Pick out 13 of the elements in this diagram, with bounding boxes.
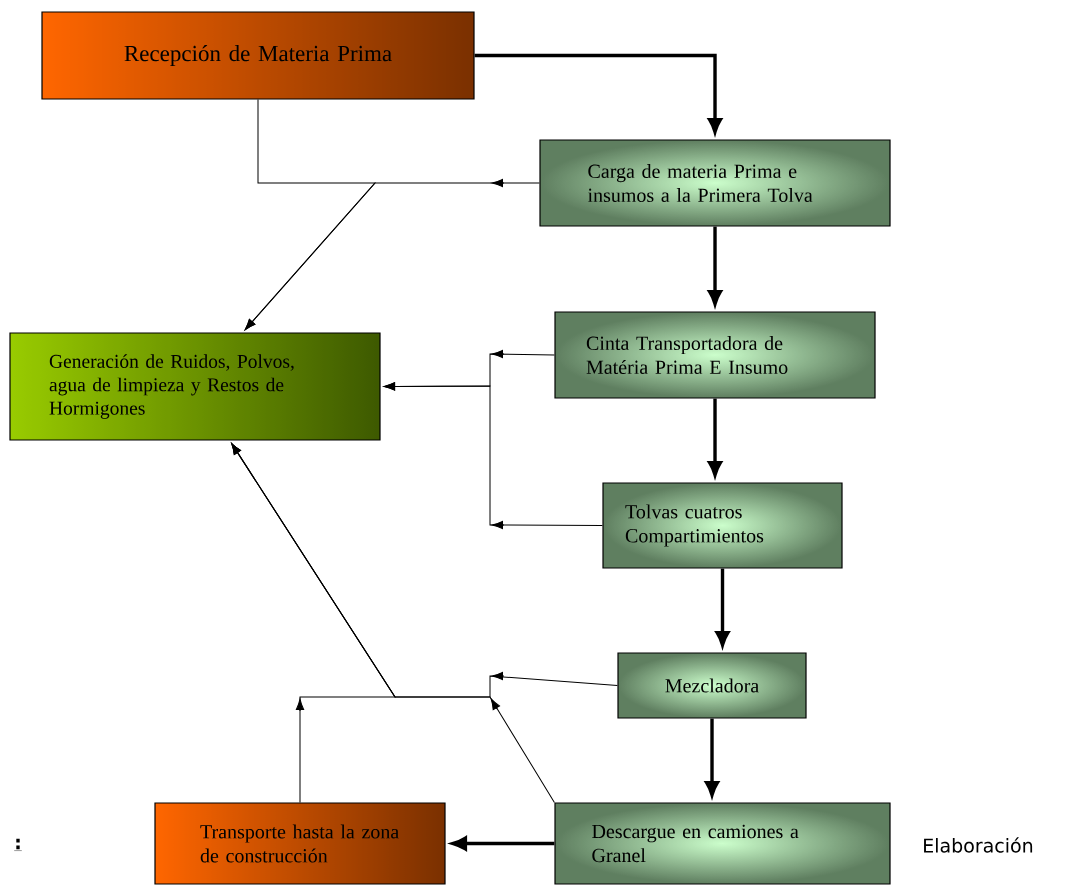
process-box: Recepción de Materia Prima bbox=[41, 11, 475, 100]
arrow bbox=[231, 443, 396, 803]
label-text: : bbox=[14, 838, 22, 851]
process-box: Descargue en camiones a Granel bbox=[554, 802, 891, 885]
process-box: Cinta Transportadora de Matéria Prima E Insumo bbox=[554, 311, 876, 399]
label-text: Elaboración bbox=[924, 837, 1033, 853]
process-box: Tolvas cuatros Compartimientos bbox=[602, 482, 843, 569]
arrow bbox=[244, 178, 540, 331]
arrow bbox=[383, 382, 603, 530]
process-box: Mezcladora bbox=[617, 652, 807, 719]
process-box: Carga de materia Prima e insumos a la Primera Tolva bbox=[539, 139, 891, 227]
process-box: Generación de Ruidos, Polvos, agua de limpieza y Restos de Hormigones bbox=[9, 332, 381, 441]
process-box: Transporte hasta la zona de construcción bbox=[154, 802, 446, 885]
